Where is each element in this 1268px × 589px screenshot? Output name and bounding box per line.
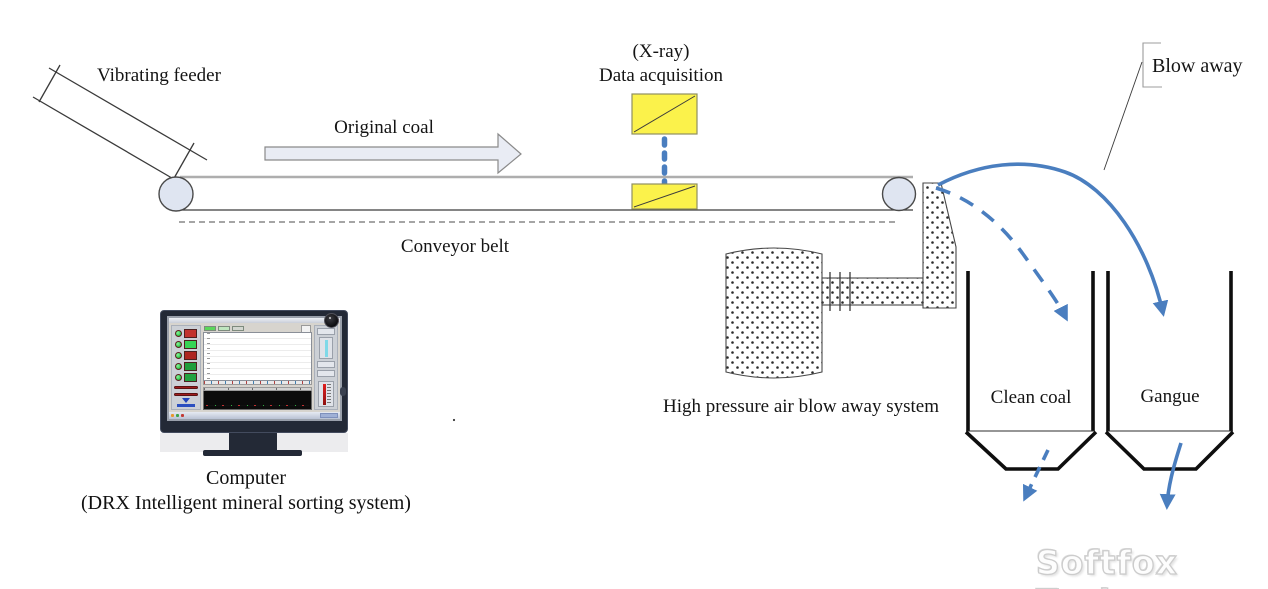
- stop-button: [174, 386, 198, 389]
- original-coal-arrow: [264, 132, 522, 175]
- control-button: [184, 362, 197, 371]
- gangue-bin: [1104, 271, 1235, 471]
- control-row: [175, 340, 197, 349]
- control-button-panel: [171, 325, 201, 410]
- blow-away-label: Blow away: [1152, 55, 1243, 77]
- led-icon: [175, 341, 182, 348]
- watermark: Softfox Tech: [1035, 542, 1178, 589]
- knob-icon: [324, 313, 339, 328]
- monitor-stand-base: [203, 450, 302, 456]
- stray-dot: [452, 418, 456, 422]
- xray-label-line1: (X-ray): [633, 41, 690, 62]
- computer-caption-line2: (DRX Intelligent mineral sorting system): [81, 492, 411, 514]
- clean-coal-label: Clean coal: [991, 387, 1072, 408]
- vendor-logo: [177, 398, 195, 408]
- clean-coal-trajectory-arrow: [935, 186, 1068, 322]
- led-icon: [175, 363, 182, 370]
- app-body: [169, 323, 340, 412]
- control-row: [175, 351, 197, 360]
- xray-sensor-lower: [631, 183, 698, 210]
- clean-coal-outlet-arrow: [1022, 449, 1050, 502]
- setting-box: [317, 328, 335, 335]
- air-nozzle: [922, 182, 957, 309]
- chart-panel: [203, 324, 312, 410]
- control-button: [184, 351, 197, 360]
- taskbar-tray: [320, 413, 338, 418]
- tab: [232, 326, 244, 331]
- logo-icon: [182, 398, 190, 403]
- setting-box: [317, 361, 335, 368]
- chart-y-axis: [204, 333, 210, 380]
- power-button: [340, 387, 346, 396]
- led-icon: [175, 330, 182, 337]
- monitor-stand-neck: [229, 433, 277, 452]
- tab: [204, 326, 216, 331]
- computer-monitor: [160, 310, 348, 433]
- taskbar-icon: [181, 414, 184, 417]
- chart-x-axis: [203, 381, 312, 385]
- belt-roller-right: [881, 176, 917, 212]
- control-row: [175, 329, 197, 338]
- logo-text: [177, 404, 195, 407]
- control-row: [175, 373, 197, 382]
- gangue-outlet-arrow: [1159, 442, 1183, 510]
- led-icon: [175, 374, 182, 381]
- gangue-trajectory-arrow: [937, 162, 1169, 317]
- air-duct: [821, 277, 924, 306]
- taskbar: [169, 412, 340, 419]
- control-row: [175, 362, 197, 371]
- blow-away-callout: [1103, 42, 1162, 171]
- settings-panel: [314, 325, 338, 410]
- duct-flange-ticks: [829, 272, 851, 311]
- control-button: [184, 340, 197, 349]
- original-coal-label: Original coal: [334, 117, 434, 138]
- setting-box: [317, 370, 335, 377]
- monitor-screen: [167, 316, 342, 421]
- control-button: [184, 329, 197, 338]
- taskbar-icon: [176, 414, 179, 417]
- clean-coal-bin: [964, 271, 1098, 471]
- control-button: [184, 373, 197, 382]
- stop-button: [174, 393, 198, 396]
- red-gauge: [318, 381, 334, 407]
- tab: [218, 326, 230, 331]
- vibrating-feeder-label: Vibrating feeder: [97, 65, 222, 86]
- air-tank: [725, 247, 823, 379]
- scope-trace: [206, 405, 309, 406]
- belt-roller-left: [158, 176, 194, 212]
- sorting-software-window: [169, 318, 340, 419]
- conveyor-belt-shape: [158, 175, 917, 223]
- high-pressure-label: High pressure air blow away system: [663, 396, 939, 417]
- signal-chart: [203, 332, 312, 381]
- conveyor-belt-label: Conveyor belt: [401, 236, 510, 257]
- app-titlebar: [169, 318, 340, 323]
- xray-sensor-upper: [631, 93, 698, 135]
- xray-label-line2: Data acquisition: [599, 65, 723, 86]
- led-icon: [175, 352, 182, 359]
- scope-header: [203, 387, 312, 391]
- waveform-scope: [203, 391, 312, 410]
- taskbar-icon: [171, 414, 174, 417]
- tab-bar: [203, 324, 312, 333]
- computer-caption: Computer (DRX Intelligent mineral sortin…: [26, 466, 466, 516]
- vibrating-feeder-shape: [32, 64, 208, 182]
- level-slider: [319, 337, 333, 359]
- gangue-label: Gangue: [1140, 386, 1199, 407]
- computer-caption-line1: Computer: [206, 467, 286, 489]
